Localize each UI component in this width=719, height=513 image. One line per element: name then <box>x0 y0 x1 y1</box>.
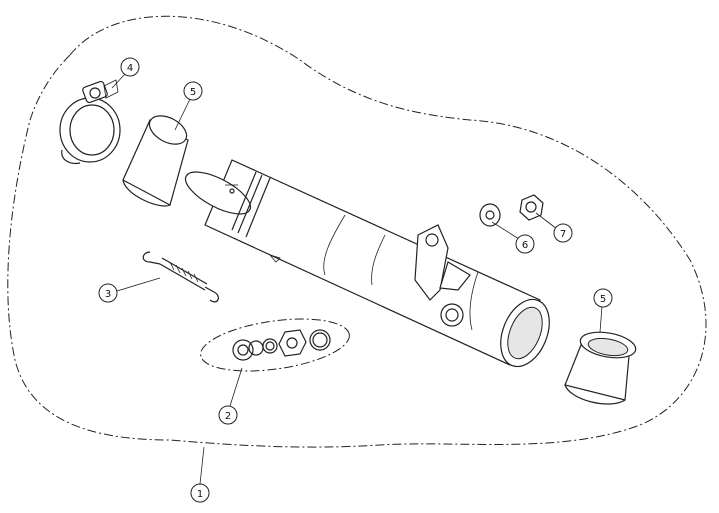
washer <box>479 203 501 227</box>
link-pipe <box>184 159 550 368</box>
callout-4-label: 4 <box>127 63 133 74</box>
sensor-bung-kit <box>200 318 350 372</box>
callout-3-label: 3 <box>105 289 111 300</box>
callout-7: 7 <box>553 223 573 243</box>
callout-7-label: 7 <box>560 229 566 240</box>
leader-lines <box>111 73 603 485</box>
callout-1: 1 <box>190 483 210 503</box>
spring <box>142 251 219 303</box>
callout-5-lower: 5 <box>593 288 613 308</box>
callout-5-lower-label: 5 <box>600 294 606 305</box>
callout-3: 3 <box>98 283 118 303</box>
nut <box>519 194 544 221</box>
coupling-sleeve-lower <box>564 331 637 405</box>
callout-6: 6 <box>515 234 535 254</box>
callout-6-label: 6 <box>522 240 528 251</box>
callout-2-label: 2 <box>225 411 231 422</box>
callout-4: 4 <box>120 57 140 77</box>
hose-clamp <box>59 79 121 165</box>
callout-2: 2 <box>218 405 238 425</box>
callout-5-upper-label: 5 <box>190 87 196 98</box>
assembly-boundary <box>7 15 707 448</box>
callout-5-upper: 5 <box>183 81 203 101</box>
callout-1-label: 1 <box>197 489 203 500</box>
coupling-sleeve-upper <box>122 115 189 207</box>
